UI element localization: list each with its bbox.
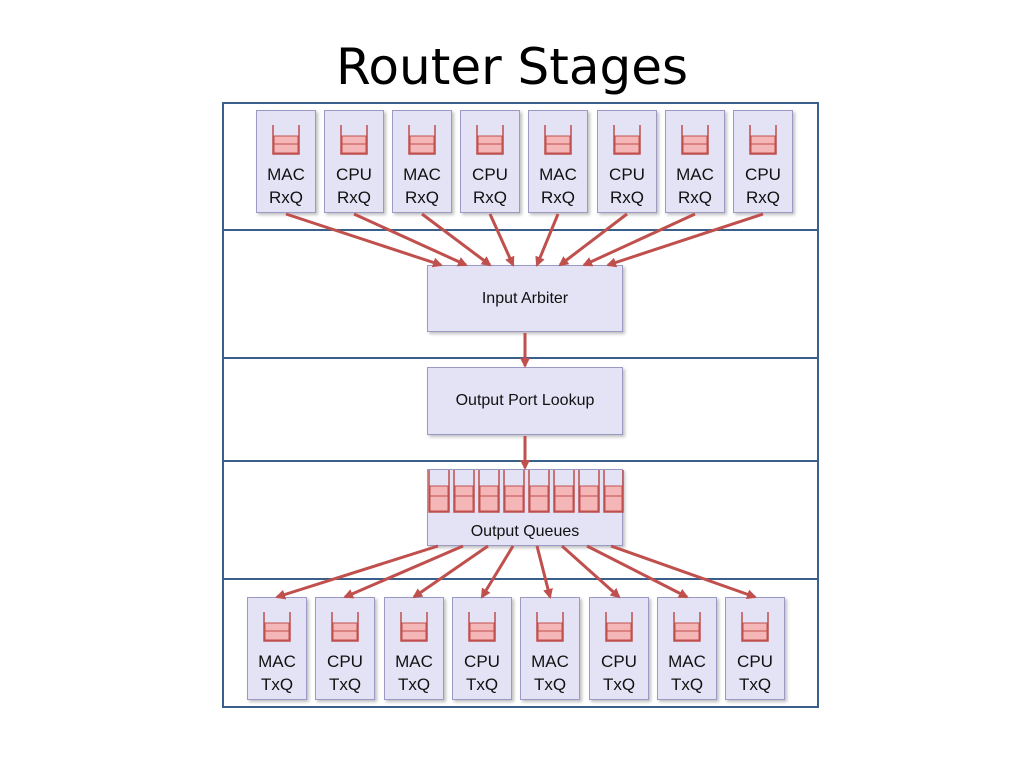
queue-icon xyxy=(272,125,300,155)
output-queues: Output Queues xyxy=(427,469,624,546)
arrow-queues-to-tx xyxy=(560,544,621,599)
arrow-rx-to-arbiter xyxy=(285,212,443,268)
input-arbiter: Input Arbiter xyxy=(427,265,623,332)
slide-title: Router Stages xyxy=(335,38,689,96)
output-port-lookup: Output Port Lookup xyxy=(427,367,623,435)
queue-icon xyxy=(408,125,436,155)
queue-icon xyxy=(605,612,633,642)
stage-divider xyxy=(222,578,819,580)
queue-icon xyxy=(263,612,291,642)
arrow-rx-to-arbiter xyxy=(582,212,696,267)
queue-icon xyxy=(544,125,572,155)
arrow-queues-to-tx xyxy=(586,544,689,599)
arrow-queues-to-tx xyxy=(480,545,515,599)
router-frame xyxy=(222,102,819,708)
queue-icon xyxy=(468,612,496,642)
queue-icon xyxy=(400,612,428,642)
queue-icon xyxy=(340,125,368,155)
arrow-rx-to-arbiter xyxy=(606,212,764,268)
arrow-queues-to-tx xyxy=(535,545,553,599)
queue-icon xyxy=(681,125,709,155)
arrow-rx-to-arbiter xyxy=(353,212,468,267)
stage-divider xyxy=(222,229,819,231)
queue-icon xyxy=(749,125,777,155)
arrow-queues-to-tx xyxy=(412,544,489,599)
output-queues-label: Output Queues xyxy=(470,523,580,540)
queue-icon xyxy=(476,125,504,155)
arrow-queues-to-tx xyxy=(610,544,757,600)
arrow-queues-to-tx xyxy=(343,544,464,599)
arrow-rx-to-arbiter xyxy=(488,213,515,267)
output-queues-icon xyxy=(428,470,624,513)
arrow-rx-to-arbiter xyxy=(421,212,492,267)
queue-icon xyxy=(673,612,701,642)
arrow-rx-to-arbiter xyxy=(558,212,628,267)
queue-icon xyxy=(536,612,564,642)
queue-icon xyxy=(741,612,769,642)
arrow-queues-to-tx xyxy=(275,544,439,600)
queue-icon xyxy=(613,125,641,155)
arrow-rx-to-arbiter xyxy=(535,213,560,267)
queue-icon xyxy=(331,612,359,642)
